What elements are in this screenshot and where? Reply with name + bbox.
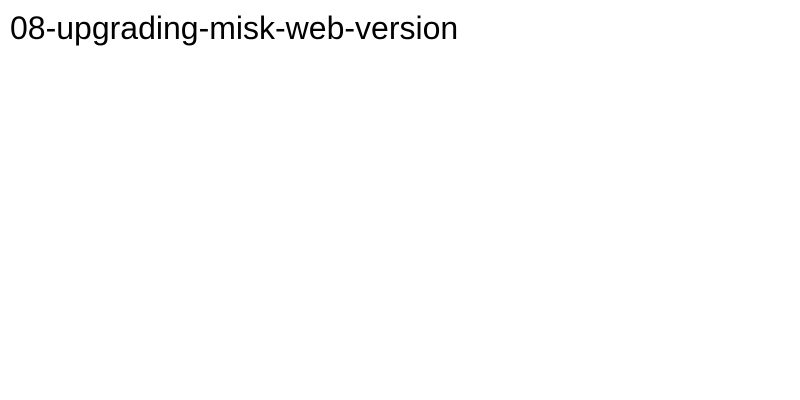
page-title: 08-upgrading-misk-web-version (10, 10, 459, 46)
